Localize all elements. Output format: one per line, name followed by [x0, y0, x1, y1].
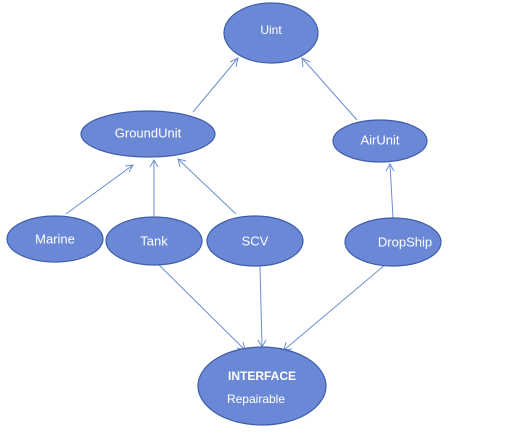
edge-tank-to-interface	[155, 261, 246, 351]
node-uint-label: Uint	[260, 23, 282, 37]
node-interface-stereotype-label: INTERFACE	[228, 369, 296, 383]
edges	[65, 57, 395, 351]
node-interface-name-label: Repairable	[227, 392, 285, 406]
edge-airunit-to-uint	[301, 57, 358, 121]
node-scv-label: SCV	[242, 233, 269, 248]
edge-scv-to-interface	[257, 265, 267, 349]
edge-dropship-to-airunit	[385, 162, 395, 219]
node-groundunit[interactable]: GroundUnit	[80, 110, 216, 158]
edge-tank-to-groundunit	[149, 158, 159, 216]
node-dropship-label: DropShip	[378, 234, 432, 249]
node-airunit-label: AirUnit	[360, 132, 399, 147]
node-tank-label: Tank	[140, 233, 168, 248]
node-tank[interactable]: Tank	[105, 216, 203, 266]
node-groundunit-label: GroundUnit	[115, 125, 182, 140]
node-scv[interactable]: SCV	[206, 215, 304, 267]
edge-scv-to-groundunit	[177, 158, 237, 215]
edge-marine-to-groundunit	[65, 164, 134, 215]
node-interface-repairable[interactable]: INTERFACE Repairable	[197, 346, 327, 426]
node-marine[interactable]: Marine	[6, 215, 104, 263]
node-dropship[interactable]: DropShip	[344, 217, 442, 267]
edge-groundunit-to-uint	[192, 57, 239, 113]
node-marine-label: Marine	[35, 231, 75, 246]
node-uint[interactable]: Uint	[223, 2, 319, 64]
edge-dropship-to-interface	[283, 263, 387, 351]
node-airunit[interactable]: AirUnit	[332, 119, 428, 163]
